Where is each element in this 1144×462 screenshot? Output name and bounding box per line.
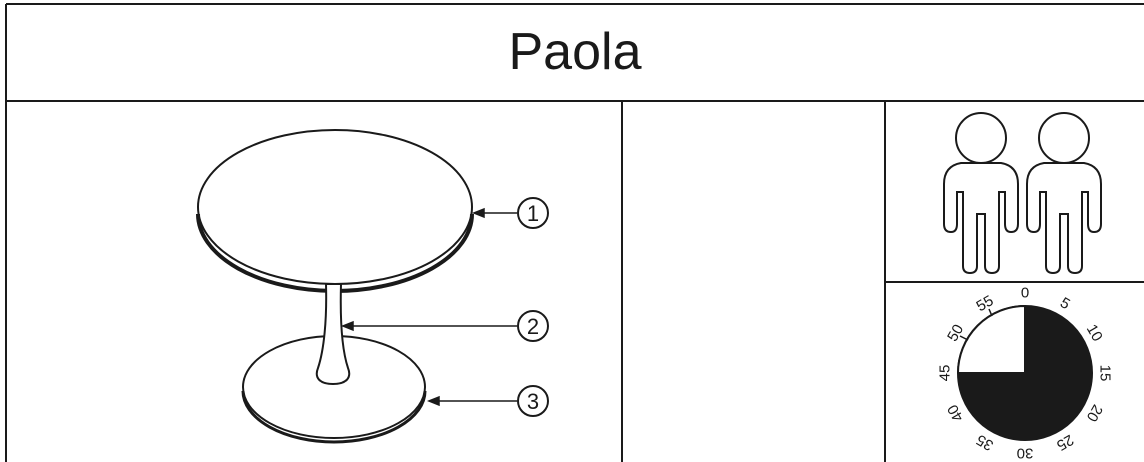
clock-label-25: 25 bbox=[1054, 431, 1077, 454]
clock-label-0: 0 bbox=[1021, 285, 1029, 302]
callout-3-number: 3 bbox=[527, 389, 539, 414]
clock-remaining-quarter bbox=[956, 304, 1026, 374]
callout-2-number: 2 bbox=[527, 314, 539, 339]
clock-label-45: 45 bbox=[937, 365, 954, 382]
clock-label-5: 5 bbox=[1057, 294, 1073, 313]
assembly-time-clock-icon: 0 5 10 15 20 25 30 35 40 45 50 55 bbox=[937, 285, 1114, 462]
callout-1: 1 bbox=[471, 197, 549, 229]
clock-dial-labels: 0 5 10 15 20 25 30 35 40 45 50 55 bbox=[937, 285, 1114, 462]
callout-2: 2 bbox=[340, 310, 549, 342]
clock-label-50: 50 bbox=[944, 322, 967, 345]
clock-label-30: 30 bbox=[1017, 445, 1034, 462]
clock-label-15: 15 bbox=[1097, 365, 1114, 382]
clock-label-35: 35 bbox=[974, 431, 997, 454]
pedestal-column-icon bbox=[315, 283, 351, 386]
clock-label-55: 55 bbox=[974, 292, 997, 315]
table-top-icon bbox=[196, 129, 474, 293]
callout-1-number: 1 bbox=[527, 201, 539, 226]
callout-3: 3 bbox=[426, 385, 549, 417]
sheet-grid bbox=[5, 3, 1144, 462]
two-person-icon bbox=[943, 112, 1102, 275]
clock-label-40: 40 bbox=[944, 402, 967, 425]
clock-label-20: 20 bbox=[1083, 402, 1106, 425]
table-illustration bbox=[196, 129, 474, 444]
person-icon bbox=[943, 112, 1019, 275]
person-icon bbox=[1026, 112, 1102, 275]
round-base-icon bbox=[241, 335, 427, 444]
clock-label-10: 10 bbox=[1083, 322, 1106, 345]
product-title: Paola bbox=[508, 23, 642, 81]
